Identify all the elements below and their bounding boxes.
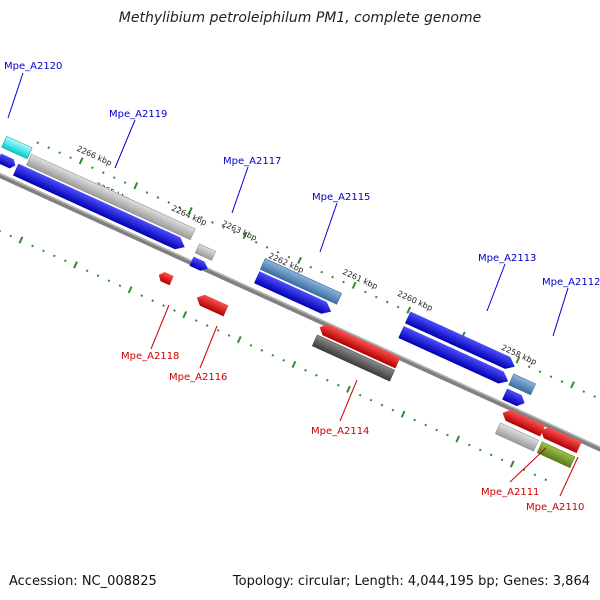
gene-arrow-mpe-a2113-b[interactable] [398, 326, 511, 387]
callout-line-mpe-a2116 [199, 325, 218, 369]
gene-arrow-mpe-a2114[interactable] [317, 322, 401, 369]
kbp-label-2261: 2261 kbp [341, 267, 379, 291]
callout-line-mpe-a2113 [486, 263, 506, 312]
gene-label-mpe-a2119[interactable]: Mpe_A2119 [109, 109, 167, 120]
gene-arrow-mpe-a2110[interactable] [538, 425, 582, 454]
gene-label-mpe-a2113[interactable]: Mpe_A2113 [478, 253, 536, 264]
gene-arrow-mpe-a2113[interactable] [404, 311, 518, 372]
gene-arrow-mpe-a2117-pseudo[interactable] [194, 243, 217, 261]
gene-arrow-mpe-a2112-b[interactable] [502, 388, 527, 409]
callout-line-mpe-a2110 [559, 456, 579, 497]
gene-arrow-mpe-a2115-pseudo[interactable] [259, 258, 343, 305]
gene-arrow-mpe-a2116[interactable] [194, 292, 229, 317]
map-title: Methylibium petroleiphilum PM1, complete… [118, 10, 482, 26]
gene-arrow-mpe-a2111-pseudo[interactable] [494, 422, 539, 452]
callout-line-mpe-a2120 [7, 72, 24, 119]
gene-arrow-mpe-a2111[interactable] [500, 407, 546, 437]
accession-text: Accession: NC_008825 [9, 574, 157, 589]
gene-label-mpe-a2114[interactable]: Mpe_A2114 [311, 426, 369, 437]
gene-label-mpe-a2115[interactable]: Mpe_A2115 [312, 192, 370, 203]
gene-arrow-mpe-a2114-pseudo[interactable] [311, 334, 395, 382]
gene-arrow-mpe-a2119-pseudo[interactable] [26, 153, 196, 241]
genome-backbone [0, 164, 600, 460]
gene-label-mpe-a2116[interactable]: Mpe_A2116 [169, 372, 227, 383]
gene-arrow-mpe-a2119[interactable] [12, 163, 188, 253]
gene-arrow-mpe-a2110-pseudo[interactable] [536, 441, 576, 469]
callout-line-mpe-a2112 [552, 287, 569, 337]
gene-label-mpe-a2112[interactable]: Mpe_A2112 [542, 277, 600, 288]
callout-line-mpe-a2111 [509, 447, 547, 483]
callout-line-mpe-a2119 [114, 119, 136, 169]
gene-arrow-mpe-a2118[interactable] [157, 270, 174, 286]
gene-arrow-mpe-a2112[interactable] [508, 373, 536, 396]
callout-line-mpe-a2115 [319, 202, 338, 253]
gene-label-mpe-a2120[interactable]: Mpe_A2120 [4, 61, 62, 72]
genome-backbone-highlight [0, 164, 600, 457]
kbp-label-2263: 2263 kbp [220, 219, 258, 243]
kbp-label-2260: 2260 kbp [396, 289, 434, 313]
gene-arrow-mpe-a2120[interactable] [1, 135, 33, 160]
inner-tick-track [0, 229, 548, 482]
gene-label-mpe-a2117[interactable]: Mpe_A2117 [223, 156, 281, 167]
callout-line-mpe-a2118 [150, 304, 170, 350]
topology-text: Topology: circular; Length: 4,044,195 bp… [232, 574, 590, 589]
gene-label-mpe-a2110[interactable]: Mpe_A2110 [526, 502, 584, 513]
kbp-label-2266: 2266 kbp [75, 144, 113, 168]
callout-line-mpe-a2117 [231, 166, 249, 214]
gene-label-mpe-a2111[interactable]: Mpe_A2111 [481, 487, 539, 498]
gene-arrow-mpe-a2115[interactable] [254, 271, 334, 317]
gene-label-mpe-a2118[interactable]: Mpe_A2118 [121, 351, 179, 362]
callout-line-mpe-a2114 [339, 379, 358, 422]
callout-lines [7, 72, 579, 497]
gene-arrow-mpe-a2120-cap[interactable] [0, 153, 17, 170]
gene-arrow-mpe-a2117[interactable] [189, 256, 210, 274]
